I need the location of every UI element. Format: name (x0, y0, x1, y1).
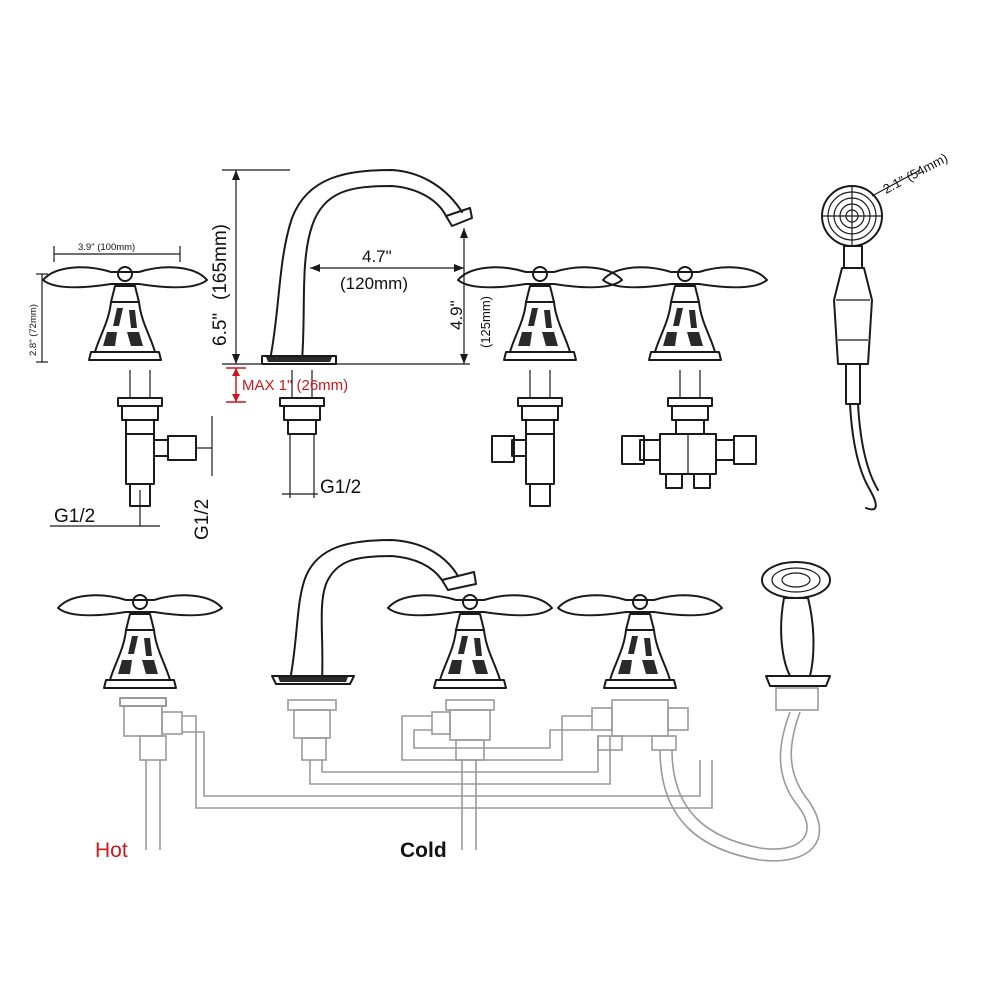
spout-thread-label: G1/2 (320, 477, 361, 498)
handle-valve-2-bottom (387, 594, 553, 761)
max-deck-dimension (226, 367, 246, 403)
hot-label: Hot (95, 839, 128, 862)
water-pipes (145, 711, 821, 862)
hand-shower-top (821, 185, 883, 511)
handle-height-label: 2.8" (72mm) (28, 304, 39, 356)
diverter-valve-top (602, 266, 768, 489)
diverter-valve-bottom (557, 594, 723, 751)
spout-top (261, 169, 473, 498)
spout-height-mm-label: (165mm) (210, 224, 231, 300)
handle-width-label: 3.9" (100mm) (78, 242, 135, 253)
handle-valve-1-bottom (57, 594, 223, 761)
spout-height-in-label: 6.5" (210, 313, 231, 346)
spout-clearance-mm-label: (125mm) (478, 296, 493, 348)
handle-valve-2-top (457, 266, 623, 507)
spout-reach-in-label: 4.7" (362, 247, 392, 266)
spout-bottom (271, 539, 477, 761)
spout-reach-mm-label: (120mm) (340, 274, 408, 293)
hand-shower-bottom (761, 561, 831, 711)
spout-clearance-in-label: 4.9" (447, 300, 466, 330)
handle-valve-1-top (42, 266, 213, 526)
valve-thread-horizontal-label: G1/2 (54, 506, 95, 527)
shower-head-size-label: 2.1" (54mm) (880, 150, 950, 197)
valve-thread-vertical-label: G1/2 (192, 499, 213, 540)
max-deck-label: MAX 1" (26mm) (242, 377, 348, 394)
cold-label: Cold (400, 839, 447, 862)
